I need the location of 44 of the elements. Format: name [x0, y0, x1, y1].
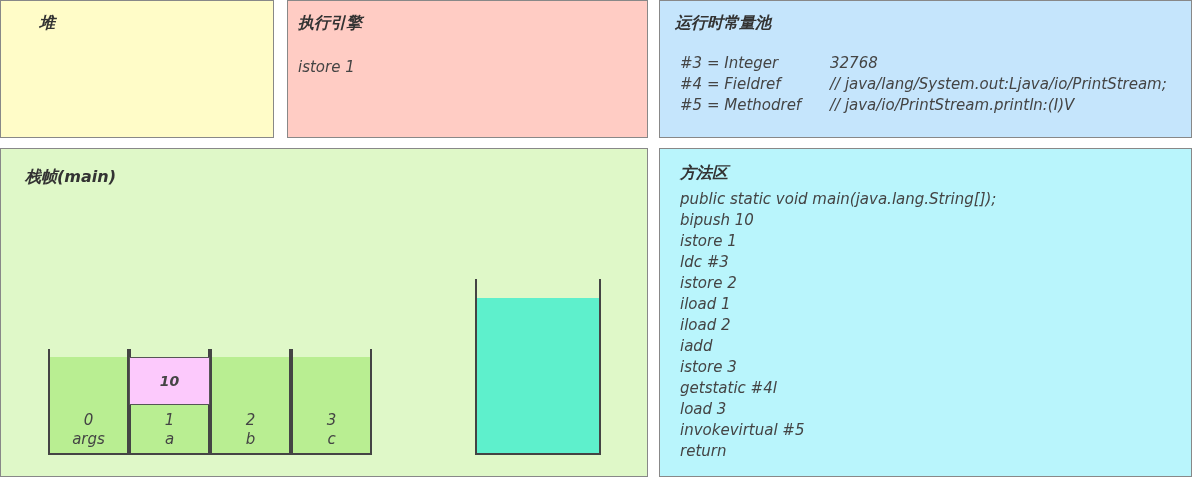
constant-value: // java/io/PrintStream.println:(I)V	[830, 95, 1076, 116]
local-variable-slot	[210, 349, 291, 455]
memory-area-panel	[0, 0, 274, 138]
local-variable-slot	[291, 349, 372, 455]
bytecode-line: istore 2	[680, 273, 738, 294]
memory-area-panel	[659, 148, 1192, 477]
bytecode-line: iload 2	[680, 315, 732, 336]
bytecode-line: load 3	[680, 399, 728, 420]
memory-area-panel	[0, 148, 648, 477]
slot-index: 2	[244, 411, 257, 430]
bytecode-line: invokevirtual #5	[680, 420, 806, 441]
slot-index: 3	[325, 411, 338, 430]
panel-heading: 运行时常量池	[675, 13, 771, 34]
variable-name: args	[71, 430, 106, 449]
variable-name: c	[326, 430, 337, 449]
bytecode-line: bipush 10	[680, 210, 755, 231]
slot-index: 0	[82, 411, 95, 430]
panel-heading: 执行引擎	[298, 13, 362, 34]
bytecode-line: ldc #3	[680, 252, 730, 273]
variable-name: b	[244, 430, 257, 449]
bytecode-line: istore 1	[298, 57, 355, 78]
panel-heading: 栈帧(main)	[25, 167, 116, 188]
operand-stack-container	[475, 279, 601, 455]
constant-value: // java/lang/System.out:Ljava/io/PrintStream;	[830, 74, 1167, 95]
bytecode-line: iload 1	[680, 294, 732, 315]
stored-value-box	[129, 357, 210, 405]
local-variable-slot	[129, 349, 210, 455]
bytecode-line: istore 3	[680, 357, 738, 378]
bytecode-line: getstatic #4l	[680, 378, 778, 399]
variable-name: a	[163, 430, 176, 449]
bytecode-line: return	[680, 441, 728, 462]
local-variable-slot	[48, 349, 129, 455]
constant-entry: #4 = Fieldref	[680, 74, 784, 95]
constant-entry: #3 = Integer	[680, 53, 780, 74]
stored-value: 10	[159, 371, 180, 391]
memory-area-panel	[287, 0, 648, 138]
slot-index: 1	[163, 411, 176, 430]
bytecode-line: istore 1	[680, 231, 738, 252]
bytecode-line: public static void main(java.lang.String[]);	[680, 189, 997, 210]
bytecode-line: iadd	[680, 336, 714, 357]
memory-area-panel	[659, 0, 1192, 138]
constant-entry: #5 = Methodref	[680, 95, 804, 116]
panel-heading: 堆	[39, 13, 55, 34]
constant-value: 32768	[830, 53, 879, 74]
